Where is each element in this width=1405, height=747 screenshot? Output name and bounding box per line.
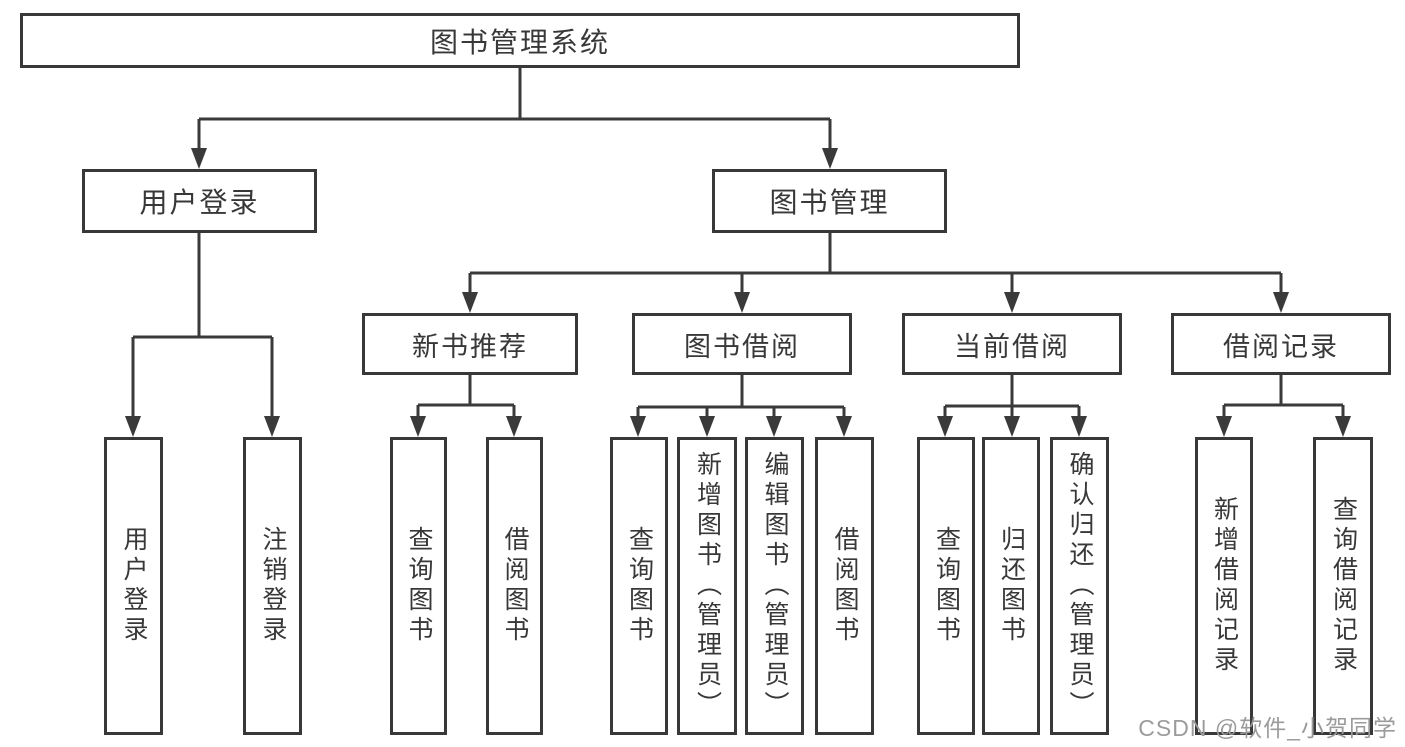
node-user-login: 用户登录	[82, 169, 317, 233]
node-current-borrow: 当前借阅	[902, 313, 1122, 375]
leaf-borrow-books-recommend: 借阅图书	[486, 437, 543, 735]
leaf-borrow-books: 借阅图书	[815, 437, 874, 735]
node-new-book-recommend: 新书推荐	[362, 313, 578, 375]
node-book-borrow: 图书借阅	[632, 313, 852, 375]
leaf-query-borrow-record: 查询借阅记录	[1313, 437, 1373, 735]
leaf-add-borrow-record: 新增借阅记录	[1195, 437, 1253, 735]
leaf-edit-book-admin: 编辑图书（管理员）	[745, 437, 804, 735]
node-book-management: 图书管理	[712, 169, 947, 233]
leaf-query-books-recommend: 查询图书	[390, 437, 447, 735]
leaf-return-book: 归还图书	[982, 437, 1040, 735]
leaf-query-books-borrow: 查询图书	[610, 437, 668, 735]
node-library-management-system: 图书管理系统	[20, 13, 1020, 68]
node-borrow-records: 借阅记录	[1171, 313, 1391, 375]
leaf-confirm-return-admin: 确认归还（管理员）	[1050, 437, 1109, 735]
watermark: CSDN @软件_小贺同学	[1138, 715, 1397, 741]
leaf-logout: 注销登录	[243, 437, 302, 735]
leaf-user-login: 用户登录	[104, 437, 163, 735]
leaf-query-books-current: 查询图书	[917, 437, 975, 735]
leaf-add-book-admin: 新增图书（管理员）	[677, 437, 737, 735]
